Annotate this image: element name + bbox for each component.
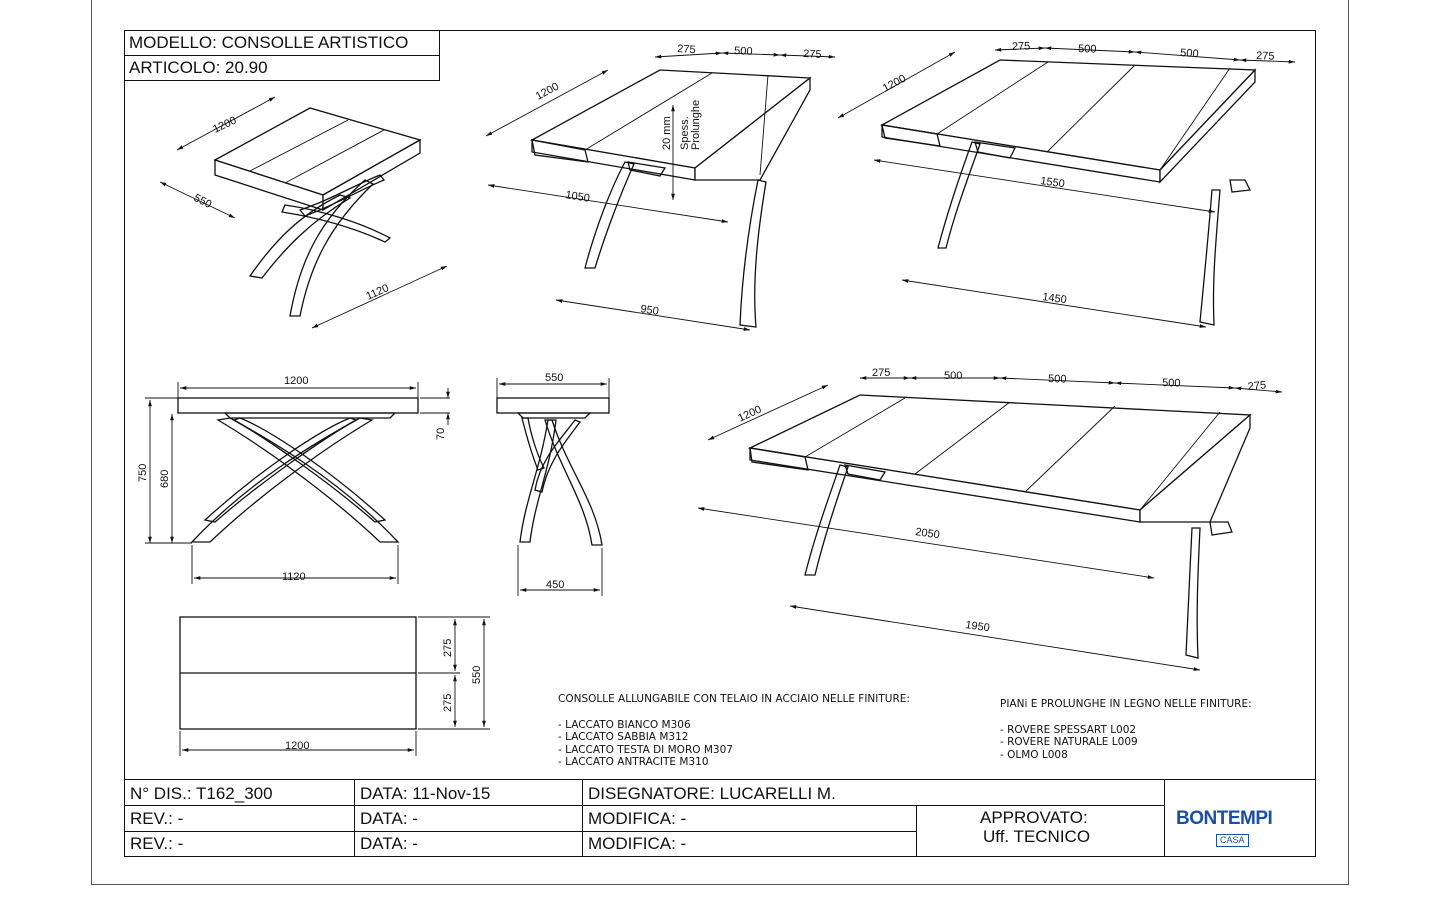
dim-iso-small-legs: 1120 bbox=[364, 282, 390, 303]
revision-1: REV.: - bbox=[130, 809, 184, 828]
dim-iso3-depth: 1200 bbox=[736, 403, 763, 424]
dim-iso1-depth: 1200 bbox=[534, 81, 561, 103]
dim-iso1-thickness: 20 mm bbox=[661, 116, 673, 150]
dim-iso2-legs: 1450 bbox=[1042, 291, 1068, 306]
dim-iso3-legs: 1950 bbox=[965, 619, 991, 634]
wood-finishes-notes: PIANi E PROLUNGHE IN LEGNO NELLE FINITUR… bbox=[1000, 698, 1252, 761]
dim-iso1-legs: 950 bbox=[640, 303, 660, 318]
dim-plan-half-a: 275 bbox=[442, 639, 454, 657]
drawing-frame bbox=[124, 30, 1316, 857]
revision-date-1: DATA: - bbox=[360, 809, 418, 828]
dim-iso1-thickness-label2: Prolunghe bbox=[690, 100, 702, 150]
iso-view-two-extensions: 1200 275 500 500 275 1550 1450 bbox=[837, 40, 1296, 328]
dim-iso2-depth: 1200 bbox=[881, 73, 908, 95]
modification-1: MODIFICA: - bbox=[588, 809, 687, 828]
dim-iso1-thickness-label: Spess. bbox=[679, 116, 691, 150]
drawing-date: DATA: 11-Nov-15 bbox=[360, 784, 491, 803]
approved-label: APPROVATO: bbox=[980, 808, 1088, 827]
frame-finish-item: - LACCATO BIANCO M306 bbox=[558, 718, 691, 731]
dim-iso-small-length: 1200 bbox=[211, 114, 238, 135]
dim-front-height: 750 bbox=[137, 464, 149, 482]
revision-2: REV.: - bbox=[130, 834, 184, 853]
dim-front-base: 1120 bbox=[282, 571, 306, 583]
dim-iso3-ext-4: 500 bbox=[1162, 377, 1181, 390]
dim-plan-depth: 550 bbox=[471, 666, 483, 684]
wood-finish-item: - ROVERE SPESSART L002 bbox=[1000, 723, 1137, 736]
dim-iso-small-depth: 550 bbox=[192, 192, 214, 211]
bontempi-logo: BONTEMPI bbox=[1176, 808, 1273, 829]
dim-iso3-ext-5: 275 bbox=[1247, 379, 1266, 393]
title-block bbox=[124, 779, 1316, 858]
side-view: 550 450 bbox=[496, 372, 610, 596]
dim-iso2-ext-2: 500 bbox=[1078, 43, 1097, 56]
dim-iso3-ext-3: 500 bbox=[1048, 373, 1067, 386]
approved-office: Uff. TECNICO bbox=[983, 827, 1091, 846]
plan-view: 275 275 550 1200 bbox=[179, 616, 490, 756]
bontempi-logo-sub: CASA bbox=[1216, 834, 1249, 847]
frame-finish-item: - LACCATO ANTRACITE M310 bbox=[558, 756, 709, 768]
dim-iso2-top-length: 1550 bbox=[1040, 175, 1066, 190]
frame-finish-item: - LACCATO SABBIA M312 bbox=[558, 731, 689, 743]
wood-finish-item: - OLMO L008 bbox=[1000, 748, 1068, 761]
dim-iso1-top-length: 1050 bbox=[565, 189, 591, 205]
designer: DISEGNATORE: LUCARELLI M. bbox=[588, 784, 836, 803]
dim-iso2-ext-4: 275 bbox=[1256, 50, 1275, 63]
iso-view-three-extensions: 1200 275 500 500 500 275 2050 1950 bbox=[697, 367, 1283, 671]
dim-front-top-thickness: 70 bbox=[435, 428, 447, 440]
iso-view-closed: 1200 550 1120 bbox=[159, 96, 448, 329]
frame-finishes-notes: CONSOLLE ALLUNGABILE CON TELAIO IN ACCIA… bbox=[558, 693, 910, 769]
iso-view-one-extension: 1200 275 500 275 1050 950 20 mm Spess. P… bbox=[485, 43, 836, 331]
frame-finishes-title: CONSOLLE ALLUNGABILE CON TELAIO IN ACCIA… bbox=[558, 693, 910, 705]
dim-iso1-ext-right: 275 bbox=[803, 48, 822, 61]
dim-iso1-ext-mid: 500 bbox=[734, 45, 753, 58]
dim-plan-width: 1200 bbox=[285, 740, 309, 752]
dim-front-leg-height: 680 bbox=[159, 470, 171, 488]
wood-finish-item: - ROVERE NATURALE L009 bbox=[1000, 736, 1138, 748]
drawing-number: N° DIS.: T162_300 bbox=[130, 784, 273, 803]
dim-plan-half-b: 275 bbox=[442, 694, 454, 712]
dim-iso2-ext-1: 275 bbox=[1012, 40, 1031, 53]
dim-iso3-top-length: 2050 bbox=[915, 526, 941, 541]
dim-iso1-ext-left: 275 bbox=[677, 43, 696, 56]
frame-finish-item: - LACCATO TESTA DI MORO M307 bbox=[558, 743, 733, 756]
dim-iso3-ext-2: 500 bbox=[944, 370, 962, 382]
dim-side-width: 550 bbox=[545, 372, 563, 384]
wood-finishes-title: PIANi E PROLUNGHE IN LEGNO NELLE FINITUR… bbox=[1000, 698, 1252, 710]
dim-side-base: 450 bbox=[546, 579, 564, 591]
drawing-sheet bbox=[91, 0, 1349, 885]
dim-iso2-ext-3: 500 bbox=[1180, 47, 1199, 60]
front-view: 1200 750 680 70 1120 bbox=[137, 375, 450, 584]
article-label: ARTICOLO: 20.90 bbox=[124, 55, 440, 81]
modification-2: MODIFICA: - bbox=[588, 834, 687, 853]
dim-iso3-ext-1: 275 bbox=[872, 367, 890, 379]
dim-front-width: 1200 bbox=[284, 375, 308, 387]
revision-date-2: DATA: - bbox=[360, 834, 418, 853]
